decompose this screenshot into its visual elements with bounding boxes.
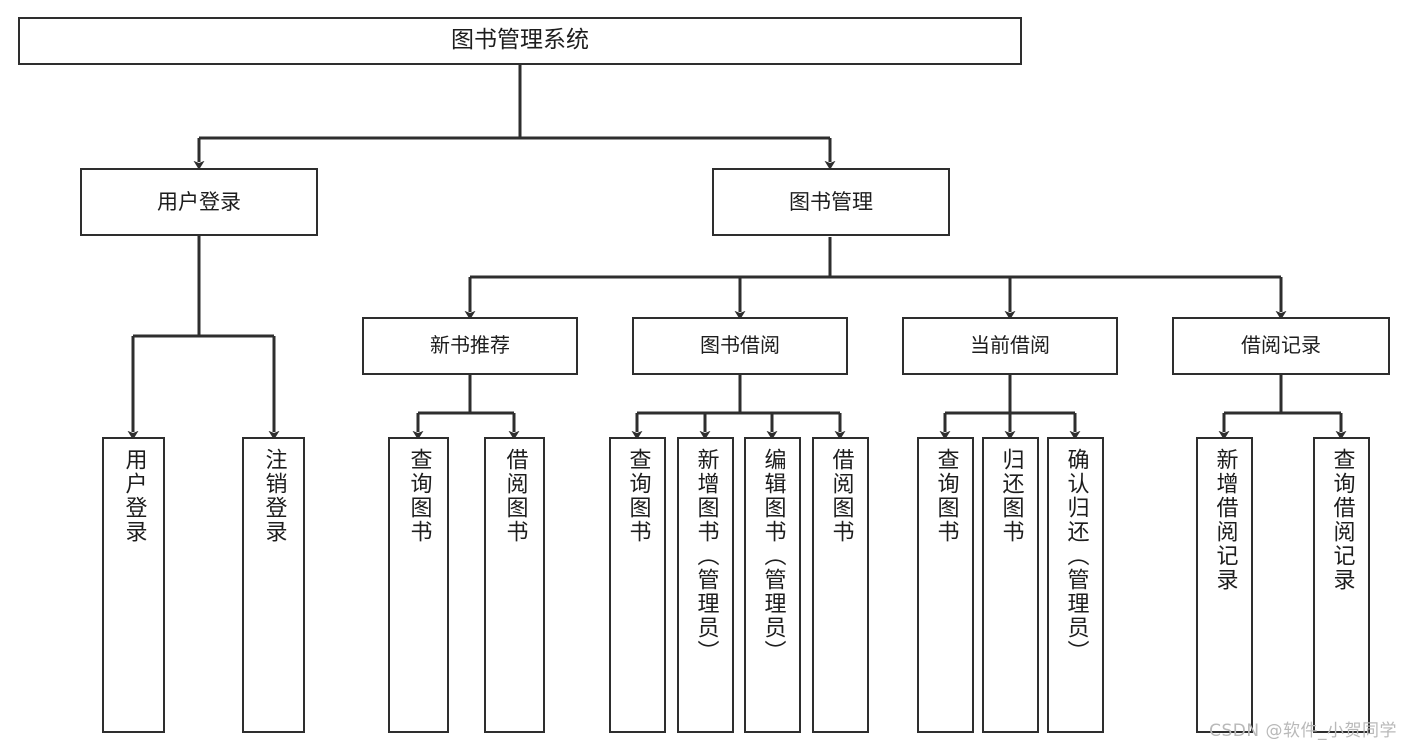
node-label: 用户登录 [157,189,241,214]
node-label: 借阅图书 [502,448,528,544]
csdn-watermark: CSDN @软件_小贺同学 [1209,721,1397,741]
node-label: 图书借阅 [700,333,780,358]
node-user-login[interactable]: 用户登录 [80,168,318,236]
node-label: 确认归还（管理员） [1063,448,1089,664]
node-label: 新增图书（管理员） [693,448,719,664]
node-leaf-add-book[interactable]: 新增图书（管理员） [677,437,734,733]
node-leaf-logout-login[interactable]: 注销登录 [242,437,305,733]
node-leaf-borrow-book-2[interactable]: 借阅图书 [812,437,869,733]
node-leaf-query-book-2[interactable]: 查询图书 [609,437,666,733]
node-label: 查询借阅记录 [1329,448,1355,592]
node-label: 图书管理 [789,189,873,214]
node-leaf-user-login[interactable]: 用户登录 [102,437,165,733]
node-new-book-recommend[interactable]: 新书推荐 [362,317,578,375]
node-label: 查询图书 [406,448,432,544]
node-label: 图书管理系统 [451,27,589,54]
node-leaf-query-record[interactable]: 查询借阅记录 [1313,437,1370,733]
node-book-management[interactable]: 图书管理 [712,168,950,236]
node-label: 查询图书 [933,448,959,544]
node-label: 新书推荐 [430,333,510,358]
node-label: 归还图书 [998,448,1024,544]
node-borrow-record[interactable]: 借阅记录 [1172,317,1390,375]
node-label: 借阅图书 [828,448,854,544]
node-label: 当前借阅 [970,333,1050,358]
node-leaf-query-book-3[interactable]: 查询图书 [917,437,974,733]
node-leaf-return-book[interactable]: 归还图书 [982,437,1039,733]
node-label: 用户登录 [121,448,147,544]
node-book-borrow[interactable]: 图书借阅 [632,317,848,375]
node-root-book-management-system[interactable]: 图书管理系统 [18,17,1022,65]
node-label: 编辑图书（管理员） [760,448,786,664]
node-leaf-edit-book[interactable]: 编辑图书（管理员） [744,437,801,733]
node-leaf-query-book-1[interactable]: 查询图书 [388,437,449,733]
node-leaf-add-record[interactable]: 新增借阅记录 [1196,437,1253,733]
node-label: 借阅记录 [1241,333,1321,358]
node-leaf-confirm-return[interactable]: 确认归还（管理员） [1047,437,1104,733]
node-label: 查询图书 [625,448,651,544]
node-current-borrow[interactable]: 当前借阅 [902,317,1118,375]
node-label: 新增借阅记录 [1212,448,1238,592]
node-label: 注销登录 [261,448,287,544]
node-leaf-borrow-book-1[interactable]: 借阅图书 [484,437,545,733]
